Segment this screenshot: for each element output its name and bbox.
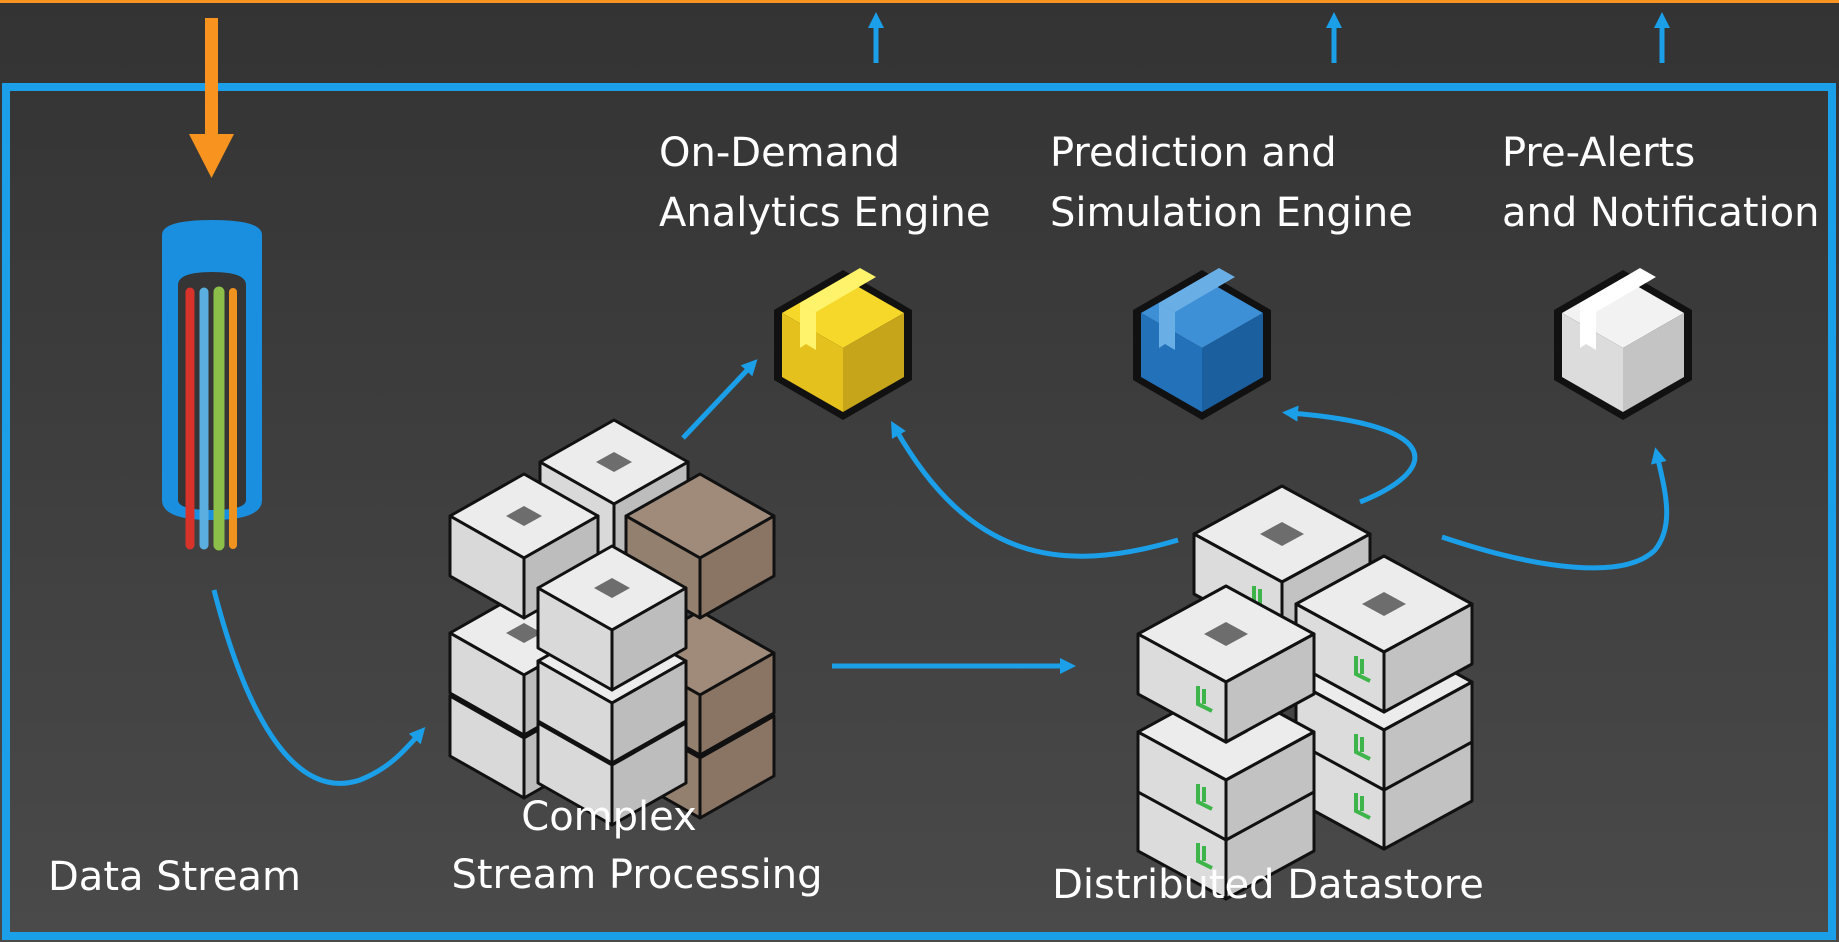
fiber-cable-icon — [162, 220, 262, 551]
label-alerts-line2: and Notification — [1502, 190, 1819, 236]
arrow-datastore-to-alerts — [1441, 447, 1670, 571]
output-arrows — [867, 11, 1671, 63]
arrow-datastore-to-prediction — [1282, 405, 1418, 505]
alerts-package-cube-icon — [1554, 268, 1692, 420]
label-alerts-line1: Pre-Alerts — [1502, 130, 1695, 176]
input-arrow — [189, 18, 234, 178]
label-analytics-line2: Analytics Engine — [659, 190, 990, 236]
label-cep-line1: Complex — [521, 794, 696, 840]
label-prediction-line2: Simulation Engine — [1050, 190, 1413, 236]
arrow-stream-to-cep — [211, 589, 426, 786]
label-cep-line2: Stream Processing — [451, 852, 822, 898]
label-datastore: Distributed Datastore — [1052, 862, 1484, 908]
label-analytics-line1: On-Demand — [659, 130, 900, 176]
label-prediction-line1: Prediction and — [1050, 130, 1337, 176]
label-data-stream: Data Stream — [48, 854, 301, 900]
platform-frame — [2, 83, 1836, 940]
analytics-package-cube-icon — [774, 268, 912, 420]
arrow-datastore-to-analytics — [891, 421, 1179, 559]
arrow-cep-to-analytics — [681, 359, 758, 440]
prediction-package-cube-icon — [1133, 268, 1271, 420]
